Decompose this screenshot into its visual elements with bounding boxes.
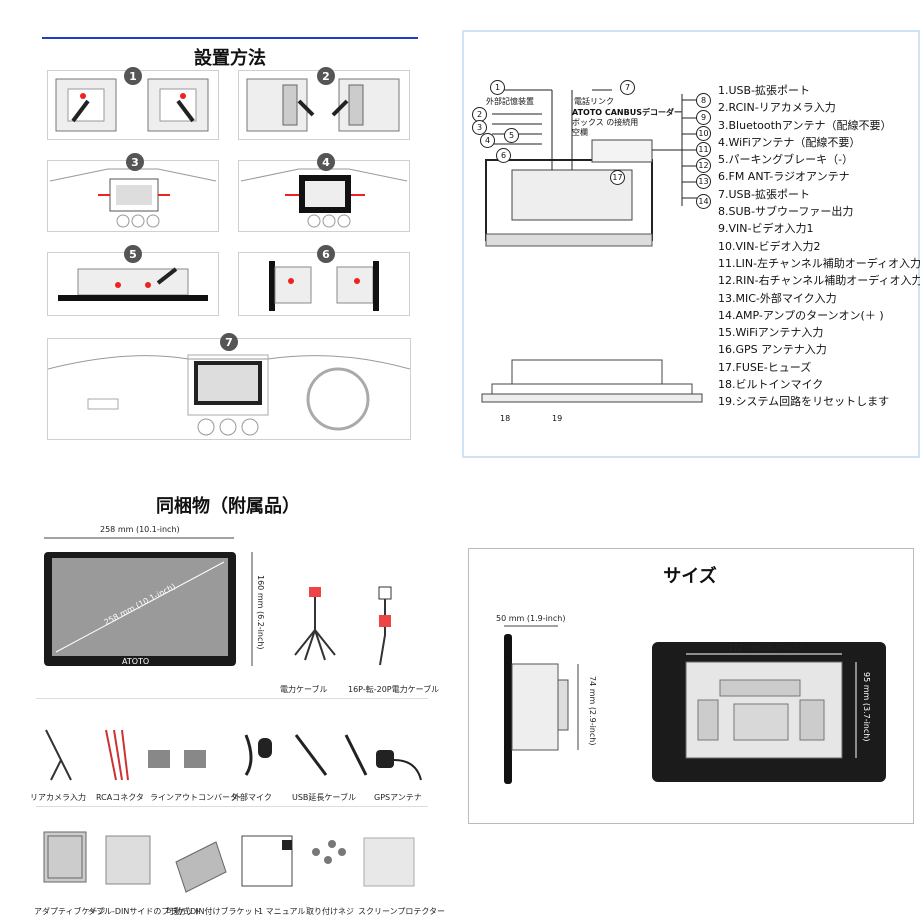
label-usb-extension: USB延長ケーブル	[292, 793, 356, 802]
connector-item: 3.Bluetoothアンテナ（配線不要）	[718, 118, 892, 132]
callout-4: 4	[480, 133, 495, 148]
label-power-cable: 電力ケーブル	[280, 685, 328, 694]
step-1-badge: 1	[124, 67, 142, 85]
install-step-2: 2	[238, 67, 410, 140]
label-adaptive-cage: アダプティブケージ	[34, 907, 106, 916]
step-7-drawing	[47, 354, 411, 436]
step-2-badge: 2	[317, 67, 335, 85]
step-4-badge: 4	[317, 153, 335, 171]
accessories-title: 同梱物（附属品）	[156, 496, 300, 517]
connector-item: 5.パーキングブレーキ（-）	[718, 153, 854, 167]
connector-item: 11.LIN-左チャンネル補助オーディオ入力	[718, 256, 920, 270]
connector-list: 1.USB-拡張ポート 2.RCIN-リアカメラ入力 3.Bluetoothアン…	[718, 82, 920, 411]
connector-item: 13.MIC-外部マイク入力	[718, 291, 837, 305]
callout-11: 11	[696, 142, 711, 157]
dim-width-172: 172 mm (6.7-inch)	[728, 643, 803, 652]
label-lineout: ラインアウトコンバーター	[150, 793, 246, 802]
connector-item: 9.VIN-ビデオ入力1	[718, 222, 814, 236]
label-double-din-bracket: ダブル-DINサイドのブラケット	[88, 907, 202, 916]
connector-item: 17.FUSE-ヒューズ	[718, 360, 812, 374]
step-5-badge: 5	[124, 245, 142, 263]
step-4-drawing	[240, 168, 408, 228]
step-3-drawing	[49, 168, 217, 228]
dim-height-160: 160 mm (6.2-inch)	[256, 575, 265, 650]
step-6-drawing	[269, 261, 379, 311]
callout-8: 8	[696, 93, 711, 108]
power-cables-drawing	[294, 586, 392, 666]
step-7-badge: 7	[220, 333, 238, 351]
callout-6: 6	[496, 148, 511, 163]
install-divider	[42, 37, 418, 39]
connector-item: 14.AMP-アンプのターンオン(＋ )	[718, 308, 884, 322]
callout-2: 2	[472, 107, 487, 122]
dim-height-95: 95 mm (3.7-inch)	[862, 672, 871, 742]
callout-12: 12	[696, 158, 711, 173]
step-3-badge: 3	[126, 153, 144, 171]
connector-item: 16.GPS アンテナ入力	[718, 343, 827, 357]
connector-item: 2.RCIN-リアカメラ入力	[718, 101, 836, 115]
label-rca-connector: RCAコネクタ	[96, 793, 144, 802]
install-title: 設置方法	[194, 48, 266, 69]
label-external-mic: 外部マイク	[232, 793, 272, 802]
connector-item: 8.SUB-サブウーファー出力	[718, 205, 854, 219]
install-step-6: 6	[238, 245, 410, 316]
install-step-5: 5	[47, 245, 219, 316]
dim-height-74: 74 mm (2.9-inch)	[588, 676, 597, 746]
label-canbus: ATOTO CANBUSデコーダー	[572, 108, 682, 117]
step-2-drawing	[246, 78, 400, 132]
label-canbus-sub: ボックス の接続用	[572, 118, 639, 127]
row2-divider	[36, 806, 428, 807]
connector-item: 7.USB-拡張ポート	[718, 187, 811, 201]
connector-item: 6.FM ANT-ラジオアンテナ	[718, 170, 850, 184]
callout-13: 13	[696, 174, 711, 189]
callout-3: 3	[472, 120, 487, 135]
callout-1: 1	[490, 80, 505, 95]
step-5-drawing	[58, 267, 208, 301]
dim-depth-50: 50 mm (1.9-inch)	[496, 614, 566, 623]
row1-divider	[36, 698, 428, 699]
label-rear-camera: リアカメラ入力	[30, 793, 86, 802]
install-step-3: 3	[47, 153, 219, 232]
callout-9: 9	[696, 110, 711, 125]
dim-width-258: 258 mm (10.1-inch)	[100, 525, 180, 534]
callout-7: 7	[620, 80, 635, 95]
connector-item: 12.RIN-右チャンネル補助オーディオ入力	[718, 274, 920, 288]
connector-item: 18.ビルトインマイク	[718, 378, 824, 392]
label-16p-20p-cable: 16P-転-20P電力ケーブル	[348, 685, 440, 694]
label-gps-antenna: GPSアンテナ	[374, 793, 422, 802]
connector-item: 15.WiFiアンテナ入力	[718, 326, 824, 340]
head-unit-front-drawing	[44, 537, 253, 666]
connector-item: 10.VIN-ビデオ入力2	[718, 239, 821, 253]
callout-18: 18	[500, 414, 511, 423]
label-screen-protector: スクリーンプロテクター	[358, 907, 446, 916]
label-empty: 空欄	[572, 128, 588, 137]
label-movable-bracket: 可動式DIN付けブラケット	[166, 907, 261, 916]
install-step-7: 7	[47, 333, 411, 440]
step-6-badge: 6	[317, 245, 335, 263]
row2-drawing	[45, 729, 422, 781]
install-step-1: 1	[47, 67, 219, 140]
row3-drawing	[43, 831, 415, 893]
head-unit-brand: ATOTO	[122, 657, 150, 666]
callout-14: 14	[696, 194, 711, 209]
connector-item: 19.システム回路をリセットします	[718, 395, 890, 409]
callout-17: 17	[610, 170, 625, 185]
side-view-drawing	[504, 625, 579, 784]
label-screws: 取り付けネジ	[306, 907, 354, 916]
label-phone-link: 電話リンク	[574, 97, 614, 106]
install-step-4: 4	[238, 153, 410, 232]
connector-item: 4.WiFiアンテナ（配線不要）	[718, 135, 861, 149]
label-manual: 1 マニュアル	[258, 907, 306, 916]
step-1-drawing	[55, 78, 209, 132]
size-title: サイズ	[663, 566, 717, 587]
callout-19: 19	[552, 414, 563, 423]
label-external-storage: 外部記憶装置	[486, 97, 534, 106]
connector-item: 1.USB-拡張ポート	[718, 84, 811, 97]
callout-10: 10	[696, 126, 711, 141]
callout-5: 5	[504, 128, 519, 143]
back-view-drawing	[652, 642, 886, 782]
